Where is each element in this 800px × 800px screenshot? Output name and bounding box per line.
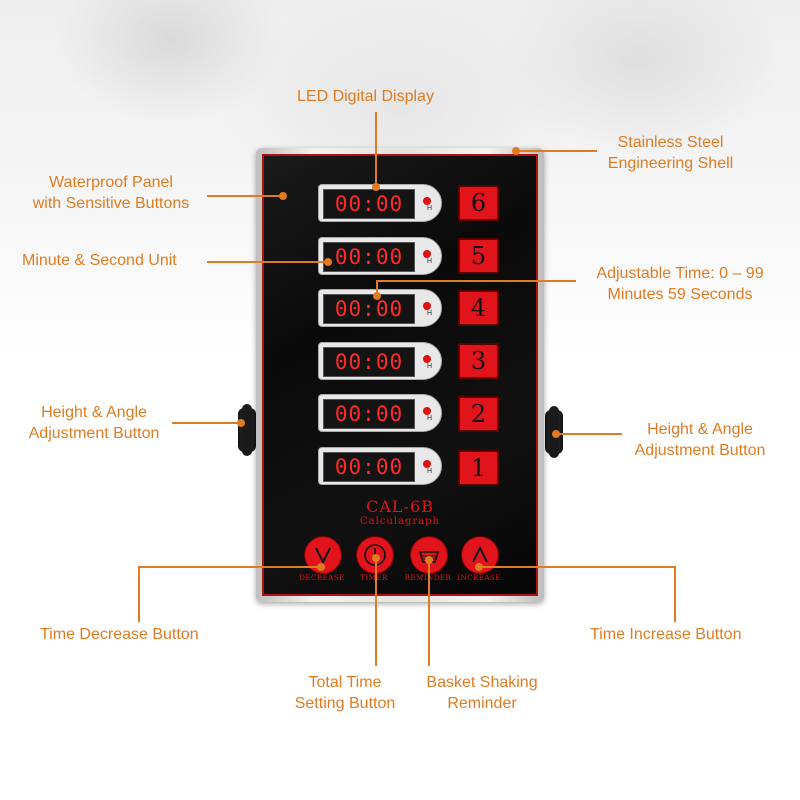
height-right-dot	[552, 430, 560, 438]
timer-unit-6: 00:00 H	[318, 184, 442, 222]
increase-pointer-v	[674, 566, 676, 622]
led-display-dot	[372, 183, 380, 191]
shell-dot	[512, 147, 520, 155]
decrease-pointer-v	[138, 566, 140, 622]
adjust-time-pointer-v	[376, 280, 378, 294]
callout-height-right: Height & Angle Adjustment Button	[634, 421, 766, 459]
indicator-led	[423, 460, 431, 468]
callout-panel: Waterproof Panel with Sensitive Buttons	[32, 174, 190, 212]
timer-display: 00:00	[323, 452, 415, 482]
callout-height-left: Height & Angle Adjustment Button	[28, 404, 160, 442]
left-adjustment-knob[interactable]	[238, 404, 256, 456]
callout-increase: Time Increase Button	[590, 626, 742, 643]
timer-button-2[interactable]: 2	[458, 396, 499, 432]
timer-button-3[interactable]: 3	[458, 343, 499, 379]
callout-adjustable-time: Adjustable Time: 0 – 99 Minutes 59 Secon…	[596, 265, 764, 303]
timer-button-1[interactable]: 1	[458, 450, 499, 486]
model-name: CAL-6B	[366, 497, 434, 516]
chevron-up-icon	[472, 545, 488, 563]
timer-unit-5: 00:00 H	[318, 237, 442, 275]
timer-unit-2: 00:00 H	[318, 394, 442, 432]
timer-button-6[interactable]: 6	[458, 185, 499, 221]
indicator-led	[423, 250, 431, 258]
unit-dot	[324, 258, 332, 266]
panel-dot	[279, 192, 287, 200]
reminder-button[interactable]	[410, 536, 448, 574]
timer-display: 00:00	[323, 189, 415, 219]
increase-pointer-h	[478, 566, 676, 568]
indicator-led	[423, 302, 431, 310]
reminder-label: REMINDER	[398, 574, 458, 582]
callout-shell: Stainless Steel Engineering Shell	[607, 134, 734, 172]
increase-dot	[475, 563, 483, 571]
timer-button-5[interactable]: 5	[458, 238, 499, 274]
chevron-down-icon	[315, 547, 331, 565]
decrease-pointer-h	[138, 566, 320, 568]
indicator-led	[423, 197, 431, 205]
adjust-time-pointer-h	[376, 280, 576, 282]
height-left-pointer	[172, 422, 240, 424]
increase-label: INCREASE	[457, 574, 501, 582]
callout-unit: Minute & Second Unit	[22, 252, 177, 269]
decrease-label: DECREASE	[299, 574, 345, 582]
shell-pointer	[517, 150, 597, 152]
timer-unit-1: 00:00 H	[318, 447, 442, 485]
callout-led-display: LED Digital Display	[297, 88, 434, 105]
timer-unit-3: 00:00 H	[318, 342, 442, 380]
basket-pointer	[428, 560, 430, 666]
adjust-time-dot	[373, 292, 381, 300]
height-right-pointer	[556, 433, 622, 435]
timer-display: 00:00	[323, 347, 415, 377]
total-time-pointer	[375, 558, 377, 666]
timer-button-4[interactable]: 4	[458, 290, 499, 326]
height-left-dot	[237, 419, 245, 427]
panel-pointer	[207, 195, 282, 197]
total-time-dot	[372, 554, 380, 562]
timer-display: 00:00	[323, 242, 415, 272]
indicator-led	[423, 407, 431, 415]
callout-basket: Basket Shaking Reminder	[426, 674, 538, 712]
unit-pointer	[207, 261, 327, 263]
callout-decrease: Time Decrease Button	[40, 626, 199, 643]
indicator-led	[423, 355, 431, 363]
timer-display: 00:00	[323, 399, 415, 429]
basket-dot	[425, 556, 433, 564]
callout-total-time: Total Time Setting Button	[294, 674, 396, 712]
led-display-pointer	[375, 112, 377, 186]
decrease-dot	[317, 563, 325, 571]
timer-label: TIMER	[360, 574, 388, 582]
timer-display: 00:00	[323, 294, 415, 324]
model-subtitle: Calculagraph	[360, 516, 440, 527]
